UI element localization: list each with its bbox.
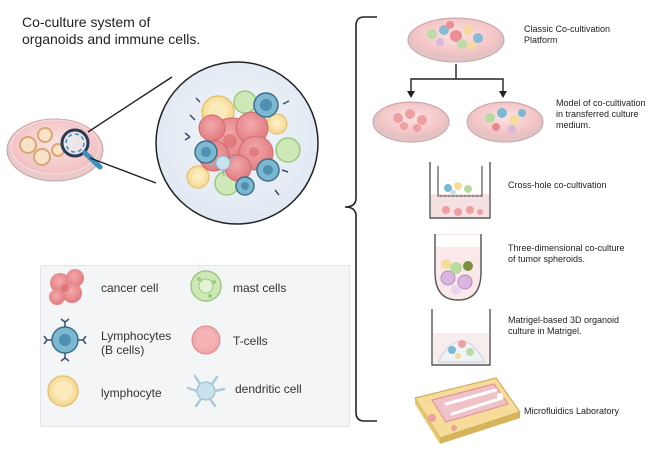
legend-label-lymphocytes-line2: (B cells) xyxy=(101,343,145,357)
label-transferred-line2: in transferred culture xyxy=(556,109,639,119)
legend-label-dendritic-cell: dendritic cell xyxy=(235,382,302,396)
label-microfluidics: Microfluidics Laboratory xyxy=(524,406,620,416)
label-transferred-line3: medium. xyxy=(556,120,591,130)
label-transferred-medium: Model of co-cultivation in transferred c… xyxy=(556,98,646,131)
label-spheroids: Three-dimensional co-culture of tumor sp… xyxy=(508,243,625,265)
legend-label-lymphocytes-b: Lymphocytes (B cells) xyxy=(101,329,171,357)
zoom-line-top xyxy=(87,76,173,133)
legend-lymphocyte-icon xyxy=(47,375,79,407)
legend-cancer-cell-icon xyxy=(49,269,84,305)
diagram-title: Co-culture system of organoids and immun… xyxy=(22,14,200,48)
b-cell xyxy=(194,140,218,164)
label-spheroids-line1: Three-dimensional co-culture xyxy=(508,243,625,253)
organoid-cluster-icon xyxy=(19,127,65,166)
magnifier-icon xyxy=(60,128,103,170)
petri-dish-left xyxy=(6,118,104,182)
legend-mast-cell-icon xyxy=(190,270,222,302)
dish-mixed xyxy=(466,101,544,143)
b-cell xyxy=(235,176,255,196)
microfluidic-chip xyxy=(414,377,521,444)
mast-cell xyxy=(275,137,301,163)
dish-cancer-only xyxy=(372,101,450,143)
label-matrigel-line2: culture in Matrigel. xyxy=(508,326,582,336)
u-well-spheroid xyxy=(434,234,482,301)
grouping-bracket xyxy=(344,16,377,422)
title-line-1: Co-culture system of xyxy=(22,14,151,30)
zoom-line-bottom xyxy=(89,157,157,184)
label-classic-platform: Classic Co-cultivation Platform xyxy=(524,24,610,46)
label-transferred-line1: Model of co-cultivation xyxy=(556,98,646,108)
split-arrow xyxy=(410,64,504,91)
title-line-2: organoids and immune cells. xyxy=(22,31,201,47)
classic-dish xyxy=(407,17,505,63)
matrigel-well xyxy=(431,309,491,366)
transwell-insert xyxy=(429,162,491,219)
antibody-marks xyxy=(184,97,290,196)
label-classic-line2: Platform xyxy=(524,35,558,45)
legend-label-cancer-cell: cancer cell xyxy=(101,281,159,295)
label-classic-line1: Classic Co-cultivation xyxy=(524,24,611,34)
label-matrigel: Matrigel-based 3D organoid culture in Ma… xyxy=(508,315,619,337)
legend-label-mast-cells: mast cells xyxy=(233,281,287,295)
legend-label-t-cells: T-cells xyxy=(233,334,268,348)
zoomed-coculture-view xyxy=(155,61,319,225)
legend-b-cell-icon xyxy=(43,318,87,362)
legend-label-lymphocytes-line1: Lymphocytes xyxy=(101,329,172,343)
legend-dendritic-cell-icon xyxy=(186,374,226,408)
b-cell xyxy=(256,158,280,182)
arrow-head-right xyxy=(499,91,507,98)
legend-label-lymphocyte: lymphocyte xyxy=(101,386,162,400)
mast-cell xyxy=(233,90,257,114)
legend-t-cell-icon xyxy=(191,325,221,355)
label-matrigel-line1: Matrigel-based 3D organoid xyxy=(508,315,620,325)
arrow-head-left xyxy=(407,91,415,98)
b-cell xyxy=(253,92,279,118)
dendritic-cell xyxy=(209,155,236,177)
label-cross-hole: Cross-hole co-cultivation xyxy=(508,180,607,190)
label-spheroids-line2: of tumor spheroids. xyxy=(508,254,586,264)
lymphocyte-cell xyxy=(186,165,210,189)
